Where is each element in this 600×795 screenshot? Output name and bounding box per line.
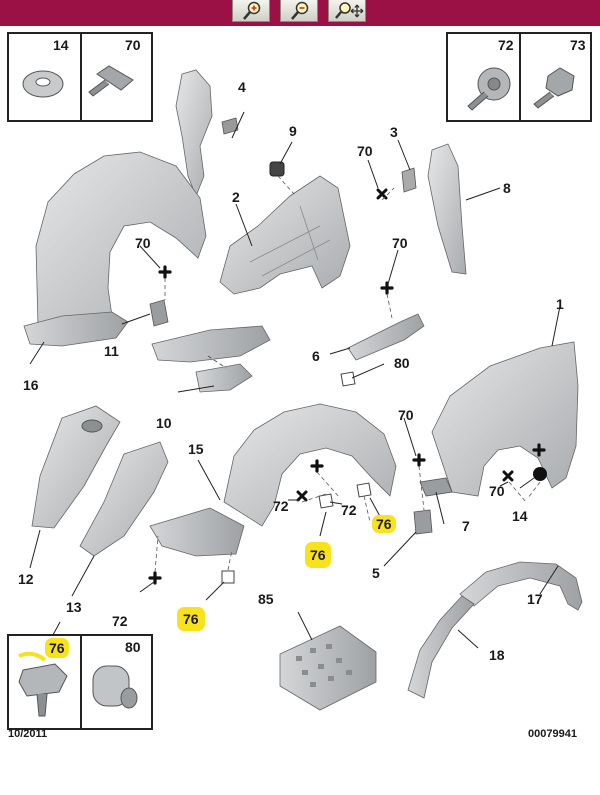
legend-number: 14 [53, 37, 69, 53]
callout-72: 72 [112, 613, 128, 629]
part-2-ribs [249, 205, 331, 277]
fastener-marker [296, 490, 308, 502]
callout-70: 70 [135, 235, 151, 251]
callout-70: 70 [489, 483, 505, 499]
legend-box-top-right: 72 73 [446, 32, 592, 122]
zoom-in-icon [243, 1, 261, 20]
legend-number: 80 [125, 639, 141, 655]
fastener-marker [376, 188, 388, 200]
clip-marker [340, 371, 356, 387]
callout-17: 17 [527, 591, 543, 607]
clip-marker [356, 482, 372, 498]
legend-number-highlighted: 76 [45, 638, 69, 658]
callout-70: 70 [357, 143, 373, 159]
fastener-marker [148, 571, 162, 585]
part-16-liner [35, 151, 207, 337]
part-12-tower [31, 405, 121, 529]
zoom-pan-button[interactable] [328, 0, 366, 22]
part-2-structure [219, 175, 351, 295]
part-18-moulding [407, 595, 475, 699]
legend-number: 73 [570, 37, 586, 53]
part-85-kit [279, 625, 377, 711]
callout-3: 3 [390, 124, 398, 140]
hex-screw-icon [545, 67, 575, 97]
part-8-panel [427, 143, 467, 275]
part-15-liner [223, 403, 397, 527]
toolbar [0, 0, 600, 26]
fastener-marker [310, 459, 324, 473]
zoom-pan-icon [335, 2, 364, 19]
callout-85: 85 [258, 591, 274, 607]
fastener-marker [380, 281, 394, 295]
part-7-bracket [419, 477, 453, 497]
legend-parts-icons [22, 65, 134, 98]
callout-15: 15 [188, 441, 204, 457]
part-4-shield [175, 69, 213, 198]
clip-marker [318, 493, 334, 509]
part-15-lip [149, 507, 245, 557]
parts-diagram: 14 70 72 73 76 80 [0, 26, 600, 795]
legend-parts-icons [467, 67, 575, 111]
legend-number: 72 [498, 37, 514, 53]
part-6-rail [347, 313, 425, 361]
part-17-extension [459, 561, 583, 611]
zoom-out-icon [291, 1, 309, 20]
callout-12: 12 [18, 571, 34, 587]
callout-72: 72 [341, 502, 357, 518]
part-16-lip [23, 311, 129, 347]
callout-10: 10 [156, 415, 172, 431]
callout-1: 1 [556, 296, 564, 312]
callout-70: 70 [392, 235, 408, 251]
callout-14: 14 [512, 508, 528, 524]
part-9-plug [269, 161, 285, 177]
legend-box-bottom-left: 76 80 [7, 634, 153, 730]
legend-number: 70 [125, 37, 141, 53]
part-5-clip [413, 509, 433, 535]
fastener-marker [412, 453, 426, 467]
callout-8: 8 [503, 180, 511, 196]
callout-76-highlighted: 76 [305, 542, 331, 568]
part-14-plug [533, 467, 547, 481]
callout-18: 18 [489, 647, 505, 663]
rivet-nut-icon [92, 665, 130, 707]
callout-16: 16 [23, 377, 39, 393]
part-3-bracket [401, 167, 417, 193]
diagram-drawing [23, 69, 583, 711]
clip-icon [18, 663, 68, 697]
part-10-panel-upper [151, 325, 271, 363]
screw-icon [96, 65, 134, 91]
zoom-out-button[interactable] [280, 0, 318, 22]
callout-13: 13 [66, 599, 82, 615]
legend-box-top-left: 14 70 [7, 32, 153, 122]
part-13-member [79, 441, 169, 557]
fastener-marker [158, 265, 172, 279]
clip-marker [221, 570, 235, 584]
callout-2: 2 [232, 189, 240, 205]
callout-72: 72 [273, 498, 289, 514]
fastener-marker [502, 470, 514, 482]
legend-parts-icons [18, 651, 138, 717]
callout-4: 4 [238, 79, 246, 95]
callout-9: 9 [289, 123, 297, 139]
callout-76-highlighted: 76 [177, 607, 205, 631]
callout-11: 11 [104, 343, 119, 359]
fastener-marker [532, 443, 546, 457]
footer-date: 10/2011 [8, 728, 48, 740]
part-4-clip [221, 117, 239, 135]
callout-76-highlighted: 76 [372, 515, 396, 533]
callout-5: 5 [372, 565, 380, 581]
callout-70: 70 [398, 407, 414, 423]
part-11-bracket [149, 299, 169, 327]
callout-80: 80 [394, 355, 410, 371]
footer-reference: 00079941 [528, 728, 577, 740]
callout-7: 7 [462, 518, 470, 534]
zoom-in-button[interactable] [232, 0, 270, 22]
part-1-wing [431, 341, 579, 497]
callout-6: 6 [312, 348, 320, 364]
